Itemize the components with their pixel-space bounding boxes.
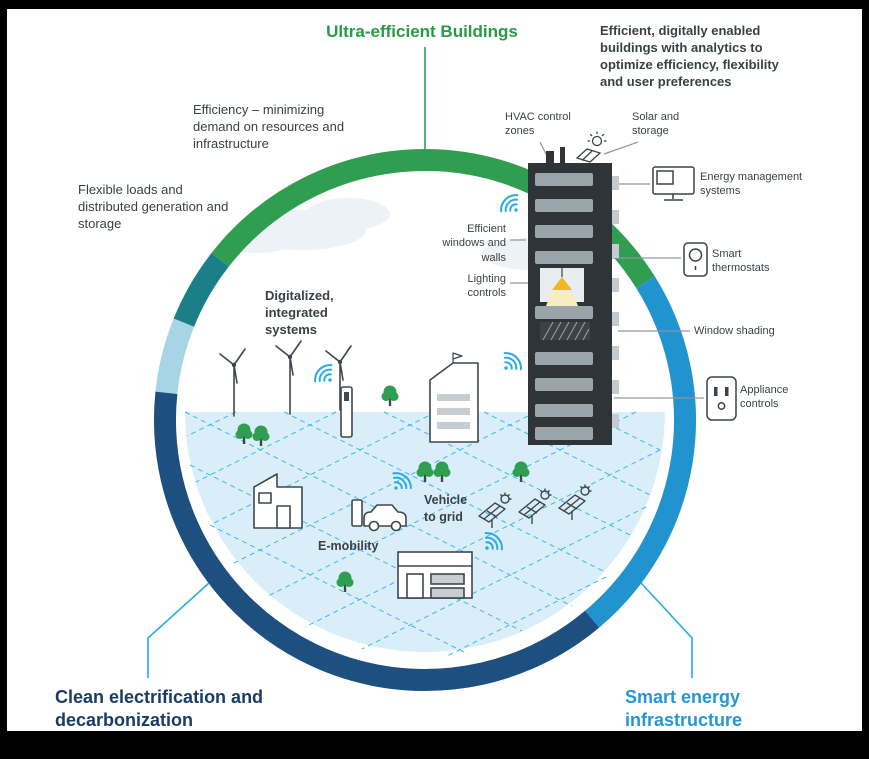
ring-segment-teal	[173, 253, 229, 327]
ceiling-lamp-icon	[546, 268, 578, 306]
flexible-loads-label: Flexible loads and distributed generatio…	[78, 182, 229, 232]
wind-turbine-icon	[219, 340, 352, 417]
wifi-icon	[503, 352, 522, 371]
callout-energy-management-systems: Energy management systems	[700, 171, 803, 198]
power-outlet-icon	[706, 376, 737, 421]
store-icon	[397, 551, 473, 599]
ring-segment-dark-blue	[153, 391, 600, 691]
tower-window-bars	[535, 173, 593, 440]
callout-solar-and-storage: Solar and storage	[632, 111, 680, 138]
callout-lighting-controls: Lighting controls	[467, 273, 506, 300]
office-building-icon	[429, 352, 479, 443]
wifi-icon	[500, 194, 519, 213]
smart-building-icon	[528, 147, 619, 445]
digitalized-label: Digitalized, integrated systems	[265, 288, 334, 338]
house-icon	[253, 473, 303, 529]
efficiency-label: Efficiency – minimizing demand on resour…	[193, 102, 345, 152]
callout-efficient-windows-and-walls: Efficient windows and walls	[442, 223, 506, 264]
shading-hatch	[542, 321, 590, 341]
car-icon	[351, 499, 407, 532]
callout-smart-thermostats: Smart thermostats	[712, 248, 770, 275]
city-ground	[185, 412, 665, 652]
thermostat-icon	[683, 242, 708, 277]
solar-panel-sun-icon	[575, 131, 607, 163]
ev-charger-icon	[340, 386, 353, 438]
tree-icon	[235, 385, 530, 592]
tower-balcony-fins	[612, 176, 619, 428]
callout-hvac-control-zones: HVAC control zones	[505, 111, 571, 138]
wifi-icon	[484, 532, 503, 551]
smart-grid-lines	[184, 411, 661, 658]
vehicle-to-grid-label: Vehicle to grid	[424, 493, 468, 524]
ring-segment-mid-blue	[585, 276, 697, 628]
smart-energy-heading: Smart energy infrastructure	[625, 687, 743, 731]
clean-electrification-connector-line	[147, 582, 210, 678]
wifi-icon	[314, 364, 333, 383]
top-right-description: Efficient, digitally enabled buildings w…	[600, 23, 779, 90]
solar-tracker-icon	[478, 484, 592, 528]
wifi-icon	[392, 472, 412, 490]
monitor-icon	[652, 166, 695, 201]
clean-electrification-heading: Clean electrification and decarbonizatio…	[55, 687, 264, 731]
diagram-title: Ultra-efficient Buildings	[326, 22, 518, 41]
callout-appliance-controls: Appliance controls	[740, 384, 789, 411]
e-mobility-label: E-mobility	[318, 539, 379, 553]
smart-energy-connector-line	[640, 582, 693, 678]
callout-window-shading: Window shading	[694, 325, 775, 337]
ring-segment-light-blue	[155, 318, 195, 395]
